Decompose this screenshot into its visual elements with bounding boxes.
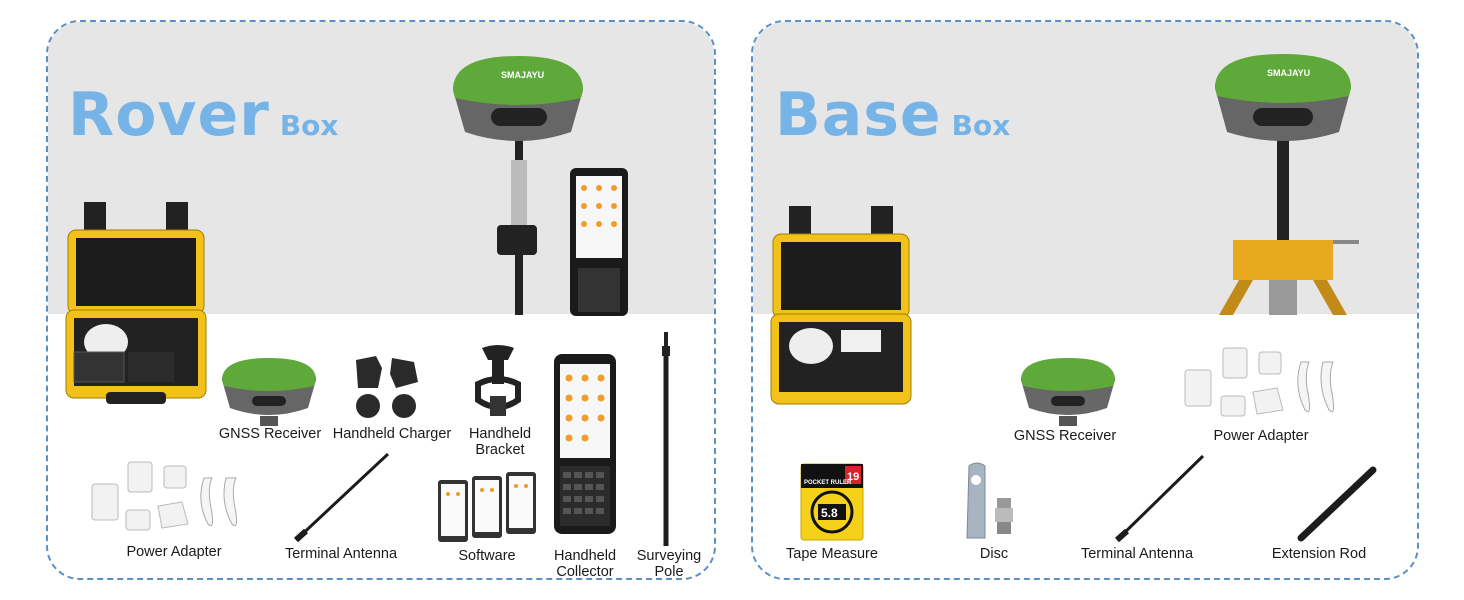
rover-controller-on-stand-image [568,168,638,318]
tape-brand: POCKET RULER [804,480,852,486]
base-box-title: Base Box [775,80,1010,150]
rover-title-main: Rover [68,80,270,150]
base-title-main: Base [775,80,942,150]
base-disc-image [959,462,1019,542]
base-terminal-antenna-image [1113,454,1207,544]
rover-handheld-bracket-label: Handheld Bracket [468,426,532,458]
rover-handheld-collector-image [552,354,618,536]
rover-handheld-charger-image [352,354,422,420]
tape-size: 5.8 [821,506,838,520]
base-terminal-antenna-label: Terminal Antenna [1080,546,1194,562]
rover-gnss-receiver-label: GNSS Receiver [218,426,322,442]
rover-power-adapter-image [91,461,244,534]
rover-software-image [438,472,538,548]
base-tape-measure-label: Tape Measure [786,546,878,562]
rover-terminal-antenna-label: Terminal Antenna [284,546,398,562]
tape-number: 19 [847,471,859,483]
rover-box-title: Rover Box [68,80,338,150]
base-gnss-receiver-label: GNSS Receiver [1013,428,1117,444]
base-power-adapter-image [1184,347,1341,420]
base-title-sub: Box [951,109,1011,142]
rover-handheld-charger-label: Handheld Charger [332,426,452,442]
base-carrying-case-image [770,206,912,414]
rover-terminal-antenna-image [292,452,392,544]
base-disc-label: Disc [979,546,1009,562]
rover-handheld-collector-label: Handheld Collector [553,548,617,580]
rover-carrying-case-image [65,202,207,407]
rover-title-sub: Box [279,109,339,142]
rover-box-panel: Rover Box SMAJAYU [46,20,716,580]
base-power-adapter-label: Power Adapter [1213,428,1309,444]
rover-surveying-pole-image [658,332,674,548]
rover-receiver-on-pole-image: SMAJAYU [453,50,583,315]
base-gnss-receiver-image [1019,356,1117,428]
base-extension-rod-label: Extension Rod [1271,546,1367,562]
base-receiver-logo: SMAJAYU [1267,68,1310,78]
rover-gnss-receiver-image [220,356,318,428]
base-box-panel: Base Box SMAJAYU [751,20,1419,580]
rover-power-adapter-label: Power Adapter [126,544,222,560]
rover-handheld-bracket-image [472,344,524,420]
base-receiver-on-tripod-image: SMAJAYU [1209,50,1359,315]
rover-surveying-pole-label: Surveying Pole [636,548,702,580]
base-extension-rod-image [1293,466,1379,544]
base-tape-measure-image: 19 POCKET RULER 5.8 [800,463,864,541]
rover-software-label: Software [458,548,516,564]
receiver-logo: SMAJAYU [501,70,544,80]
